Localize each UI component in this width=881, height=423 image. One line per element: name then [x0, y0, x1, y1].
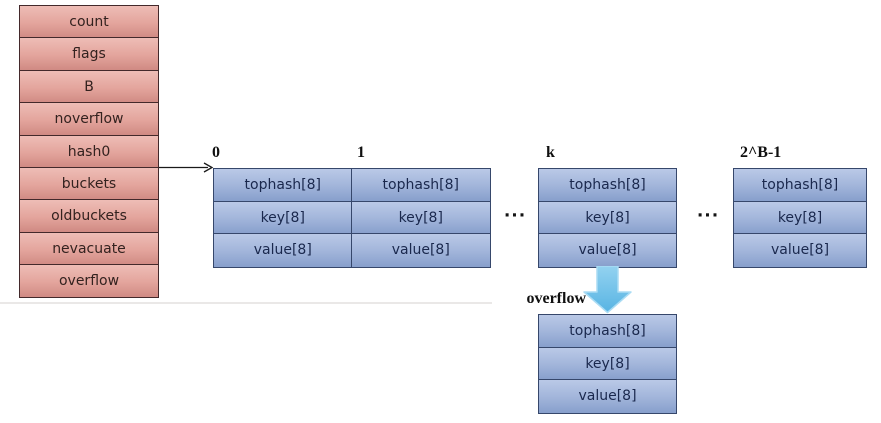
bucket-2b-1: tophash[8] key[8] value[8] [733, 168, 867, 268]
overflow-arrow-icon [583, 266, 632, 314]
hmap-field-hash0: hash0 [19, 134, 159, 169]
bucket-1: tophash[8] key[8] value[8] [351, 168, 491, 268]
bucket-0: tophash[8] key[8] value[8] [213, 168, 353, 268]
bucket-index-label-k: k [546, 144, 555, 161]
ellipsis-right: ··· [696, 206, 720, 226]
hmap-struct: count flags B noverflow hash0 buckets ol… [19, 5, 159, 299]
bucket-cell-tophash: tophash[8] [538, 314, 677, 349]
hmap-field-buckets: buckets [19, 166, 159, 201]
bucket-cell-tophash: tophash[8] [351, 168, 491, 203]
slide-edge-line [0, 302, 492, 304]
hmap-field-b: B [19, 69, 159, 104]
bucket-cell-key: key[8] [733, 200, 867, 235]
bucket-cell-value: value[8] [733, 233, 867, 268]
bucket-cell-value: value[8] [538, 379, 677, 414]
bucket-cell-tophash: tophash[8] [213, 168, 353, 203]
bucket-index-label-1: 1 [357, 144, 365, 161]
overflow-bucket: tophash[8] key[8] value[8] [538, 314, 677, 414]
bucket-array-head: tophash[8] key[8] value[8] tophash[8] ke… [213, 168, 491, 268]
ellipsis-left: ··· [503, 206, 527, 226]
bucket-cell-value: value[8] [538, 233, 677, 268]
bucket-cell-value: value[8] [213, 233, 353, 268]
buckets-pointer-arrow-icon [159, 162, 214, 173]
bucket-cell-value: value[8] [351, 233, 491, 268]
bucket-cell-key: key[8] [538, 346, 677, 381]
hmap-field-oldbuckets: oldbuckets [19, 199, 159, 234]
bucket-cell-key: key[8] [538, 200, 677, 235]
overflow-label: overflow [526, 290, 586, 307]
bucket-index-label-2b-1: 2^B-1 [740, 144, 782, 161]
bucket-cell-key: key[8] [213, 200, 353, 235]
hmap-field-noverflow: noverflow [19, 102, 159, 137]
hmap-field-count: count [19, 5, 159, 39]
hmap-field-nevacuate: nevacuate [19, 231, 159, 266]
bucket-k: tophash[8] key[8] value[8] [538, 168, 677, 268]
hmap-field-overflow: overflow [19, 264, 159, 299]
hmap-field-flags: flags [19, 37, 159, 72]
bucket-index-label-0: 0 [212, 144, 220, 161]
bucket-cell-key: key[8] [351, 200, 491, 235]
bucket-cell-tophash: tophash[8] [733, 168, 867, 203]
bucket-cell-tophash: tophash[8] [538, 168, 677, 203]
